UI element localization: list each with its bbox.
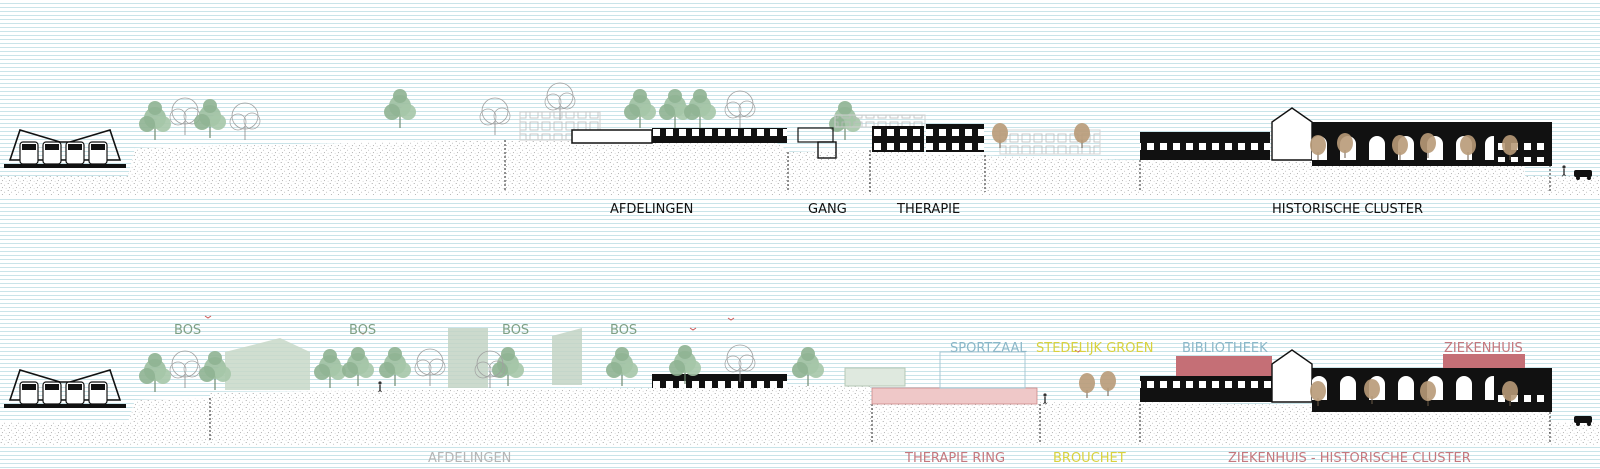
section-dividers (504, 140, 1551, 192)
label-bos-1: BOS (174, 323, 201, 338)
label-historische-cluster: HISTORISCHE CLUSTER (1272, 202, 1423, 217)
bird-icon (204, 315, 1082, 353)
label-ziekenhuis-historische-cluster: ZIEKENHUIS - HISTORISCHE CLUSTER (1228, 451, 1471, 466)
label-therapie: THERAPIE (896, 202, 960, 217)
label-afdelingen: AFDELINGEN (610, 202, 693, 217)
label-therapie-ring: THERAPIE RING (904, 451, 1005, 466)
label-stedelijk-groen: STEDELIJK GROEN (1036, 341, 1153, 356)
ground-proposed (0, 386, 1600, 446)
label-bos-3: BOS (502, 323, 529, 338)
label-brouchet: BROUCHET (1053, 451, 1126, 466)
label-gang: GANG (808, 202, 847, 217)
label-sportzaal: SPORTZAAL (950, 341, 1027, 356)
label-ziekenhuis: ZIEKENHUIS (1444, 341, 1523, 356)
label-bos-4: BOS (610, 323, 637, 338)
car-icon (1574, 416, 1592, 426)
label-bibliotheek: BIBLIOTHEEK (1182, 341, 1268, 356)
car-icon (1574, 170, 1592, 180)
ground-existing (0, 140, 1600, 196)
label-afdelingen-proposed: AFDELINGEN (428, 451, 511, 466)
proposed-section: BOS BOS BOS BOS SPORTZAAL STEDELIJK GROE… (0, 315, 1600, 466)
existing-section: AFDELINGEN GANG THERAPIE HISTORISCHE CLU… (0, 82, 1600, 217)
label-bos-2: BOS (349, 323, 376, 338)
section-dividers (209, 398, 1551, 442)
